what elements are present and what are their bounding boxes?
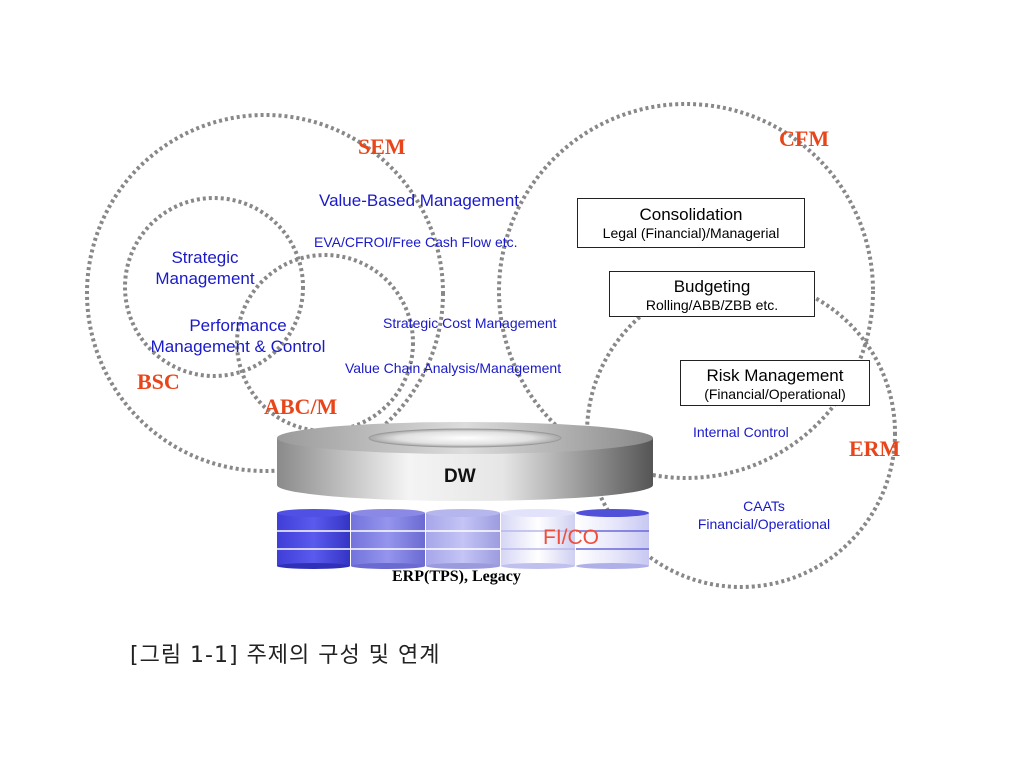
sem-circle bbox=[85, 113, 445, 473]
caats-line-2: Financial/Operational bbox=[697, 516, 831, 532]
database-5 bbox=[576, 509, 649, 569]
erm-label: ERM bbox=[849, 436, 901, 461]
eva-cfroi-text: EVA/CFROI/Free Cash Flow etc. bbox=[314, 234, 518, 250]
strategic-management-text: Strategic Management bbox=[130, 247, 280, 289]
caats-text: CAATs Financial/Operational bbox=[674, 497, 854, 533]
dw-cylinder bbox=[277, 422, 653, 501]
erp-databases bbox=[277, 509, 649, 569]
bsc-label: BSC bbox=[137, 369, 180, 394]
erp-legacy-label: ERP(TPS), Legacy bbox=[392, 568, 521, 585]
sem-label: SEM bbox=[358, 134, 406, 159]
caats-line-1: CAATs bbox=[743, 498, 785, 514]
value-based-management-text: Value-Based Management bbox=[319, 191, 520, 210]
risk-management-title: Risk Management bbox=[706, 366, 844, 385]
performance-management-text: Performance Management & Control bbox=[128, 315, 348, 357]
erm-circle bbox=[585, 277, 897, 589]
value-chain-analysis-text: Value Chain Analysis/Management bbox=[345, 360, 562, 376]
bsc-circle bbox=[123, 196, 305, 378]
cfm-label: CFM bbox=[779, 126, 830, 151]
fico-label: FI/CO bbox=[543, 526, 599, 549]
consolidation-subtitle: Legal (Financial)/Managerial bbox=[602, 225, 780, 241]
database-1 bbox=[277, 509, 350, 569]
performance-line-2: Management & Control bbox=[150, 337, 326, 356]
budgeting-subtitle: Rolling/ABB/ZBB etc. bbox=[645, 297, 779, 313]
strategic-cost-management-text: Strategic Cost Management bbox=[383, 315, 557, 331]
strategic-line-2: Management bbox=[155, 269, 255, 288]
risk-management-subtitle: (Financial/Operational) bbox=[704, 386, 846, 402]
risk-management-box: Risk Management (Financial/Operational) bbox=[680, 360, 870, 406]
budgeting-title: Budgeting bbox=[673, 277, 751, 296]
abcm-label: ABC/M bbox=[264, 394, 338, 419]
budgeting-box: Budgeting Rolling/ABB/ZBB etc. bbox=[609, 271, 815, 317]
figure-caption: [그림 1-1] 주제의 구성 및 연계 bbox=[130, 643, 441, 668]
dw-label: DW bbox=[444, 466, 476, 487]
database-3 bbox=[426, 509, 500, 569]
performance-line-1: Performance bbox=[189, 316, 287, 335]
internal-control-text: Internal Control bbox=[693, 424, 789, 440]
consolidation-title: Consolidation bbox=[639, 205, 743, 224]
consolidation-box: Consolidation Legal (Financial)/Manageri… bbox=[577, 198, 805, 248]
database-2 bbox=[351, 509, 425, 569]
cfm-circle bbox=[497, 102, 875, 480]
strategic-line-1: Strategic bbox=[171, 248, 239, 267]
database-4 bbox=[501, 509, 575, 569]
